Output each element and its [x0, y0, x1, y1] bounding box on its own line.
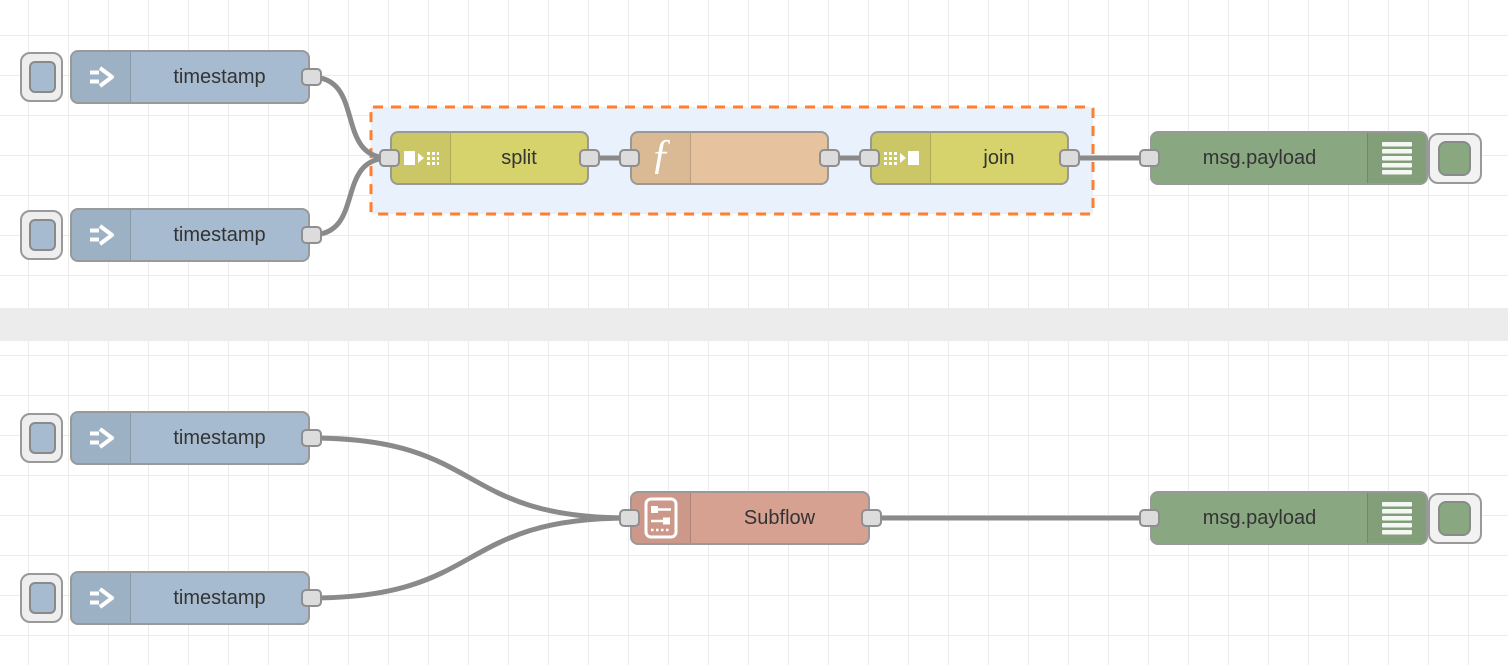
split-icon — [404, 151, 439, 165]
inject-icon-region — [72, 210, 131, 260]
function-icon-region: ƒ — [632, 133, 691, 183]
inject-arrow-icon — [90, 66, 114, 88]
inject-arrow-icon — [90, 587, 114, 609]
function-icon: ƒ — [650, 132, 672, 178]
debug-toggle-button[interactable] — [1428, 133, 1482, 184]
function-node[interactable]: ƒ — [630, 131, 829, 185]
inject-button[interactable] — [20, 413, 63, 463]
port-in[interactable] — [618, 509, 640, 527]
port-out[interactable] — [300, 68, 322, 86]
port-out[interactable] — [1058, 149, 1080, 167]
debug-toggle-inner — [1438, 141, 1471, 176]
node-label: msg.payload — [1202, 146, 1317, 169]
port-in[interactable] — [1138, 149, 1160, 167]
node-label: join — [983, 146, 1015, 169]
node-label: timestamp — [173, 426, 266, 449]
inject-node[interactable]: timestamp — [70, 411, 310, 465]
inject-arrow-icon — [90, 427, 114, 449]
inject-icon-region — [72, 52, 131, 102]
port-out[interactable] — [300, 226, 322, 244]
node-label: Subflow — [743, 506, 816, 529]
node-label: split — [501, 146, 537, 169]
wire[interactable] — [308, 155, 392, 238]
port-out[interactable] — [818, 149, 840, 167]
inject-button-inner — [29, 219, 56, 251]
inject-arrow-icon — [90, 224, 114, 246]
debug-icon-region — [1367, 133, 1426, 183]
debug-list-icon — [1382, 142, 1412, 175]
node-label: msg.payload — [1202, 506, 1317, 529]
port-in[interactable] — [618, 149, 640, 167]
join-node[interactable]: join — [870, 131, 1069, 185]
wire[interactable] — [308, 74, 392, 161]
port-out[interactable] — [300, 589, 322, 607]
port-in[interactable] — [378, 149, 400, 167]
port-out[interactable] — [300, 429, 322, 447]
inject-button[interactable] — [20, 210, 63, 260]
subflow-node[interactable]: Subflow — [630, 491, 870, 545]
port-out[interactable] — [860, 509, 882, 527]
join-icon — [884, 151, 919, 165]
inject-button-inner — [29, 61, 56, 93]
inject-button[interactable] — [20, 52, 63, 102]
inject-node[interactable]: timestamp — [70, 571, 310, 625]
debug-list-icon — [1382, 502, 1412, 535]
inject-icon-region — [72, 413, 131, 463]
debug-toggle-button[interactable] — [1428, 493, 1482, 544]
wire[interactable] — [308, 435, 632, 521]
inject-node[interactable]: timestamp — [70, 50, 310, 104]
node-label: timestamp — [173, 65, 266, 88]
debug-icon-region — [1367, 493, 1426, 543]
split-icon-region — [392, 133, 451, 183]
inject-button[interactable] — [20, 573, 63, 623]
debug-node[interactable]: msg.payload — [1150, 131, 1428, 185]
inject-button-inner — [29, 582, 56, 614]
flow-divider — [0, 308, 1508, 341]
inject-button-inner — [29, 422, 56, 454]
node-label: timestamp — [173, 586, 266, 609]
wire[interactable] — [308, 515, 632, 601]
debug-toggle-inner — [1438, 501, 1471, 536]
inject-node[interactable]: timestamp — [70, 208, 310, 262]
port-in[interactable] — [1138, 509, 1160, 527]
port-out[interactable] — [578, 149, 600, 167]
join-icon-region — [872, 133, 931, 183]
subflow-icon-region — [632, 493, 691, 543]
inject-icon-region — [72, 573, 131, 623]
port-in[interactable] — [858, 149, 880, 167]
debug-node[interactable]: msg.payload — [1150, 491, 1428, 545]
node-label: timestamp — [173, 223, 266, 246]
split-node[interactable]: split — [390, 131, 589, 185]
subflow-icon — [644, 497, 678, 539]
